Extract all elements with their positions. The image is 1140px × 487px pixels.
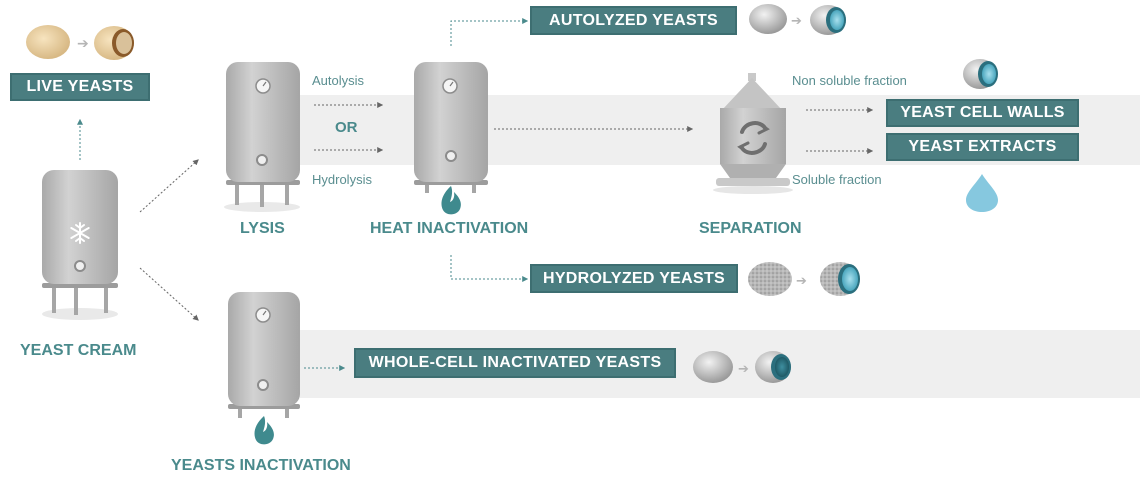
autolyzed-yeast-cut-icon [810,5,846,35]
lysis-tank [224,62,300,212]
small-arrow-icon: ➔ [738,362,749,377]
heat-inactivation-label: HEAT INACTIVATION [370,220,529,237]
autolyzed-yeast-icon [749,4,787,34]
autolysis-label: Autolysis [312,73,365,88]
yeast-cream-label: YEAST CREAM [20,342,137,359]
arrow-to-hydrolyzed [450,255,529,282]
yeast-cream-tank [42,170,118,320]
heat-inactivation-tank [414,62,488,193]
hydrolysis-label: Hydrolysis [312,172,372,187]
non-soluble-label: Non soluble fraction [792,73,907,88]
hydrolyzed-yeasts-tag: HYDROLYZED YEASTS [530,264,738,293]
small-arrow-icon: ➔ [77,36,89,52]
live-yeasts-label: LIVE YEASTS [10,73,150,101]
recycle-arrows-icon [737,121,770,155]
soluble-label: Soluble fraction [792,172,882,187]
flame-icon-bottom [254,416,274,445]
arrow-cream-to-lysis [139,159,199,213]
whole-cell-yeast-icon [693,351,733,383]
or-label: OR [335,119,358,136]
small-arrow-icon: ➔ [791,14,802,29]
live-yeast-cut-icon [94,26,134,60]
live-yeast-icon [26,25,70,59]
separation-centrifuge [713,73,793,194]
separation-label: SEPARATION [699,220,802,237]
whole-cell-inactivated-tag: WHOLE-CELL INACTIVATED YEASTS [354,348,676,378]
cell-wall-icon [963,59,998,89]
hydrolyzed-yeast-icon [748,262,792,296]
yeast-cell-walls-tag: YEAST CELL WALLS [886,99,1079,127]
yeasts-inactivation-label: YEASTS INACTIVATION [171,457,351,474]
arrow-cream-to-inactivation [139,267,199,321]
arrow-to-autolyzed [450,18,529,46]
droplet-icon [966,174,998,212]
hydrolyzed-yeast-cut-icon [820,262,860,296]
autolyzed-yeasts-tag: AUTOLYZED YEASTS [530,6,737,35]
yeast-extracts-tag: YEAST EXTRACTS [886,133,1079,161]
small-arrow-icon: ➔ [796,274,807,289]
whole-cell-yeast-cut-icon [755,351,791,383]
flame-icon [441,186,461,215]
lysis-label: LYSIS [240,220,285,237]
snowflake-icon [70,222,90,244]
yeasts-inactivation-tank [228,292,300,418]
